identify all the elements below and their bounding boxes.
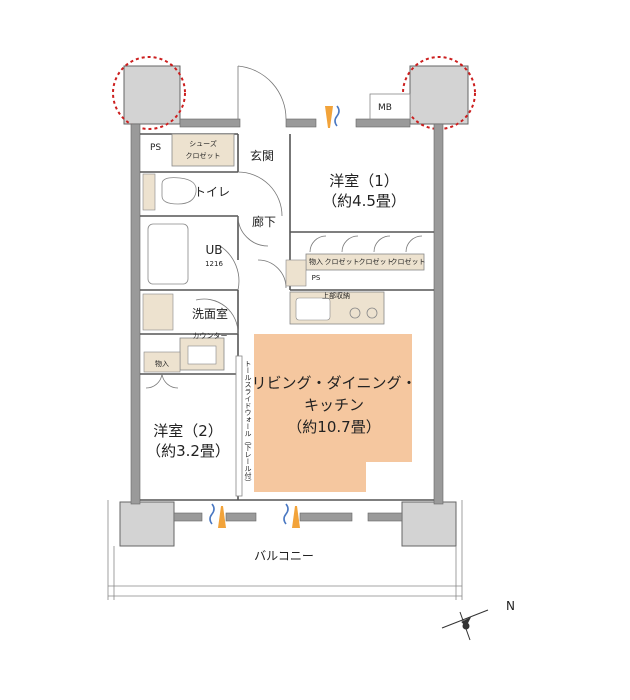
western-room-1-name: 洋室（1） — [329, 172, 399, 190]
toilet-cabinet — [142, 173, 156, 211]
toilet-label: トイレ — [194, 185, 230, 199]
closet-label-1: クロゼット — [325, 257, 360, 266]
washroom-label: 洗面室 — [192, 306, 228, 321]
stove-burner-2 — [366, 307, 378, 319]
entrance-label: 玄関 — [250, 148, 274, 163]
ps-top-label: PS — [150, 143, 161, 153]
closet-label-2: クロゼット — [359, 257, 394, 266]
western-room-2-name: 洋室（2） — [153, 422, 223, 440]
upper-storage-label: 上部収納 — [322, 291, 350, 300]
ldk-area — [254, 334, 412, 492]
aircon-icon-bottom-left — [209, 503, 226, 528]
ldk-size-label: （約10.7畳） — [287, 418, 380, 436]
balcony-label: バルコニー — [254, 549, 314, 563]
aircon-icon-bottom-mid — [283, 503, 300, 528]
exterior-walls — [130, 118, 444, 522]
mb-label: MB — [378, 103, 392, 113]
column-highlight-left — [112, 56, 186, 130]
bath-label: UB — [205, 243, 222, 257]
stove-burner-1 — [349, 307, 361, 319]
balcony-railing — [107, 500, 463, 600]
aircon-icon-top — [325, 105, 340, 128]
storage-w2 — [143, 351, 181, 373]
door-swings — [145, 65, 423, 389]
mb-box — [369, 93, 411, 120]
slide-wall — [235, 355, 243, 497]
column-top-left — [123, 65, 181, 125]
western-room-1-size: （約4.5畳） — [322, 192, 406, 210]
column-bottom-left — [119, 501, 175, 547]
bathtub — [147, 223, 189, 285]
storage-hall — [285, 259, 307, 287]
vanity-basin — [187, 345, 217, 365]
ps-inner-label: PS — [312, 274, 321, 282]
closet-label-3: クロゼット — [391, 257, 426, 266]
column-bottom-right — [401, 501, 457, 547]
toilet-bowl — [161, 177, 197, 205]
storage-label: 物入 — [155, 359, 169, 368]
column-top-right — [409, 65, 469, 125]
shoe-closet-label-1: シューズ — [189, 139, 217, 148]
hallway-label: 廊下 — [252, 214, 276, 229]
compass-icon — [441, 609, 489, 641]
bath-size-label: 1216 — [205, 260, 223, 268]
storage-inner-label: 物入 — [309, 257, 323, 266]
western-room-2-size: （約3.2畳） — [146, 442, 230, 460]
shoe-closet — [171, 133, 235, 167]
ldk-label-line1: リビング・ダイニング・ — [251, 374, 416, 392]
slide-wall-label: トールスライドウォール（下レール付） — [244, 360, 252, 486]
ldk-label-line2: キッチン — [304, 396, 364, 414]
shoe-closet-label-2: クロゼット — [186, 151, 221, 160]
kitchen-sink — [295, 297, 331, 321]
counter-label: カウンター — [193, 331, 228, 340]
north-label: N — [506, 599, 515, 613]
washer-space — [142, 293, 174, 331]
